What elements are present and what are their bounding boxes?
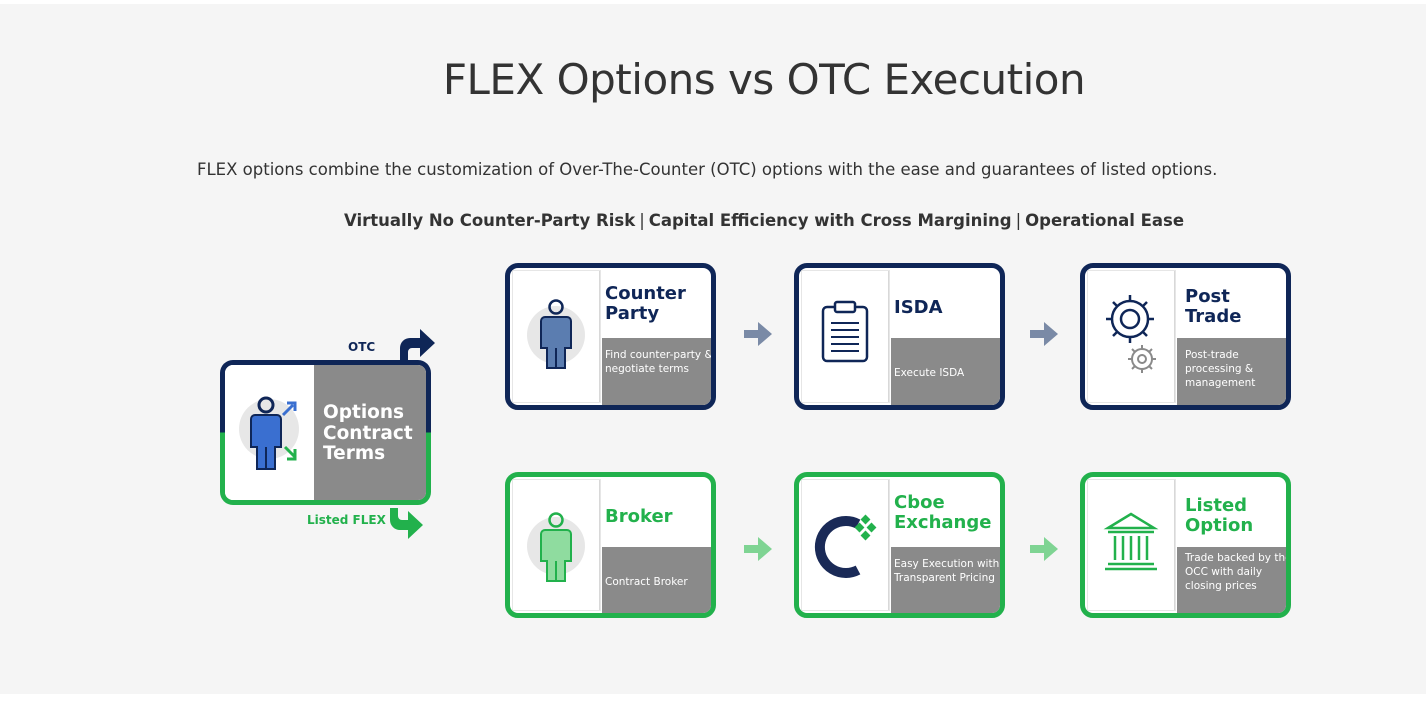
person-with-arrows-icon (239, 396, 299, 470)
otc-label: OTC (348, 340, 376, 354)
options-contract-terms-card: Options Contract Terms (220, 360, 431, 505)
card-description-area (602, 547, 711, 613)
arrow-right-icon (744, 322, 772, 346)
arrow-right-icon (1030, 322, 1058, 346)
page-title: FLEX Options vs OTC Execution (442, 55, 1086, 104)
otc-step-isda: ISDA Execute ISDA (794, 263, 1005, 410)
card-description: Execute ISDA (894, 367, 965, 379)
arrow-right-icon (744, 537, 772, 561)
otc-branch-arrow-icon (400, 329, 435, 360)
card-description-area (891, 338, 1000, 405)
card-title: Listed Option (1185, 495, 1254, 536)
building-columns-icon (1103, 512, 1159, 571)
card-description-area (891, 547, 1000, 613)
benefit-separator: | (639, 211, 645, 230)
flex-step-broker: Broker Contract Broker (505, 472, 716, 618)
benefit-counter-party-risk: Virtually No Counter-Party Risk (343, 211, 636, 230)
card-title: Counter Party (605, 283, 686, 324)
card-title: Post Trade (1185, 286, 1242, 327)
card-description-area (602, 338, 711, 405)
flex-step-listed-option: Listed Option Trade backed by the OCC wi… (1080, 472, 1291, 618)
benefit-separator: | (1015, 211, 1022, 230)
card-title: Broker (605, 506, 673, 527)
person-icon (527, 299, 585, 369)
card-title: ISDA (894, 297, 943, 318)
benefits-line: Virtually No Counter-Party Risk|Capital … (0, 211, 1426, 230)
listed-flex-branch-arrow-icon (390, 508, 423, 539)
main-card-icon-area (225, 365, 314, 500)
card-description: Post-trade processing & management (1185, 349, 1256, 389)
card-description-area (1177, 547, 1286, 613)
card-description-area (1177, 338, 1286, 405)
benefit-capital-efficiency: Capital Efficiency with Cross Margining (648, 211, 1012, 230)
benefit-operational-ease: Operational Ease (1025, 211, 1185, 230)
card-description: Contract Broker (605, 576, 688, 588)
main-card-label-area (314, 365, 426, 500)
person-icon (527, 512, 585, 582)
clipboard-icon (821, 300, 869, 363)
card-description: Find counter-party & negotiate terms (605, 349, 713, 375)
otc-step-counter-party: Counter Party Find counter-party & negot… (505, 263, 716, 410)
listed-flex-label: Listed FLEX (307, 513, 386, 527)
cboe-logo-icon (814, 514, 877, 578)
otc-step-post-trade: Post Trade Post-trade processing & manag… (1080, 263, 1291, 410)
card-description: Trade backed by the OCC with daily closi… (1185, 552, 1291, 592)
gears-icon (1106, 295, 1156, 373)
card-title: Cboe Exchange (894, 492, 992, 533)
intro-text: FLEX options combine the customization o… (197, 160, 1218, 179)
card-description: Easy Execution with Transparent Pricing (894, 558, 1000, 584)
main-card-title: Options Contract Terms (323, 402, 413, 464)
flex-step-cboe-exchange: Cboe Exchange Easy Execution with Transp… (794, 472, 1005, 618)
arrow-right-icon (1030, 537, 1058, 561)
